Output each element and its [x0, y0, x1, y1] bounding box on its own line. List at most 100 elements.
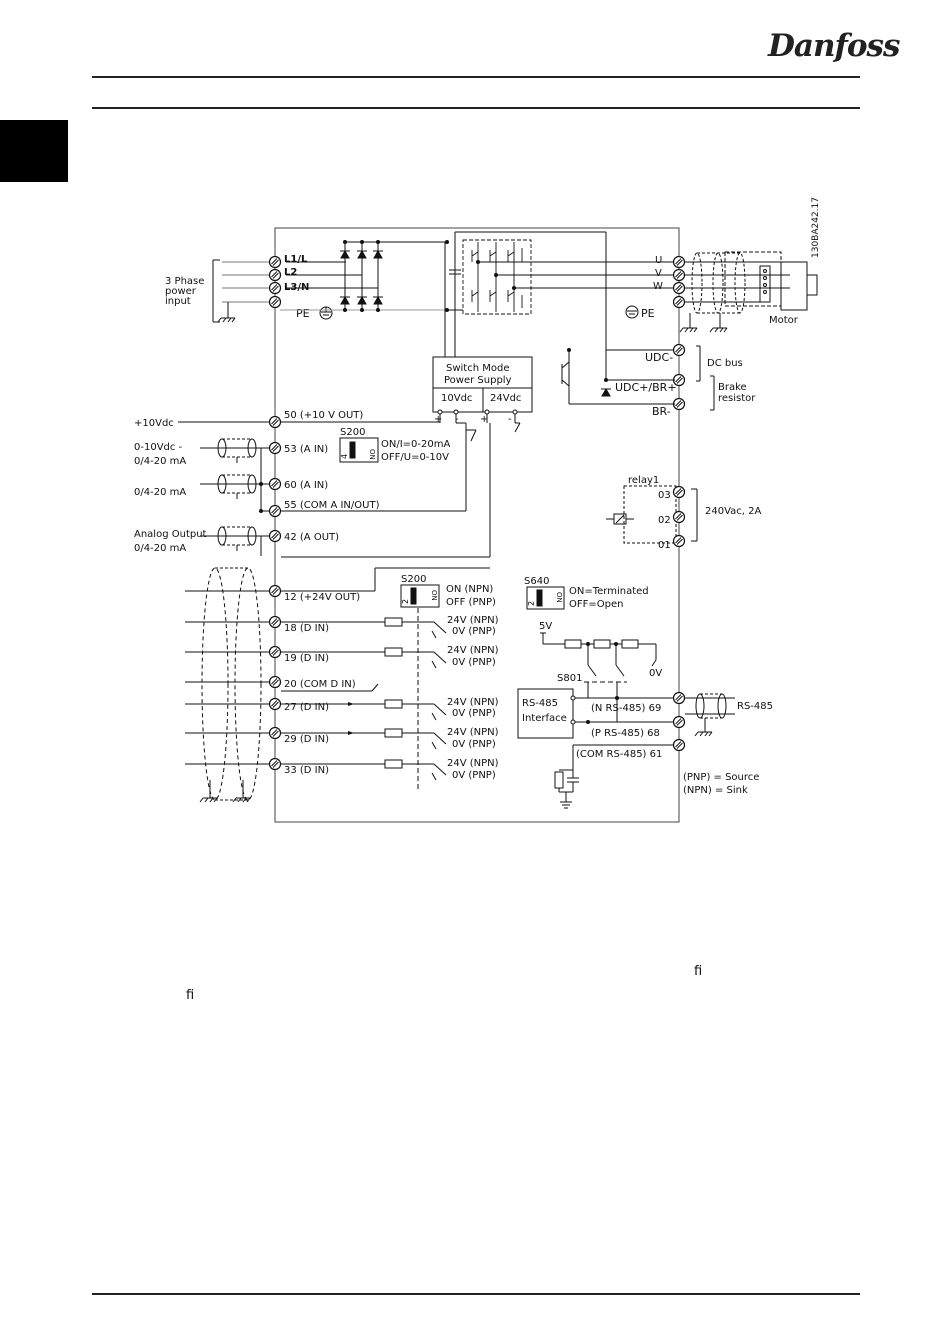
legend-npn: (NPN) = Sink — [683, 785, 748, 796]
s801-name: S801 — [557, 673, 582, 684]
svg-text:+: + — [480, 414, 488, 425]
label-ain60: 0/4-20 mA — [134, 487, 186, 498]
brake-circuit — [561, 345, 715, 411]
din-select-labels: 24V (NPN)0V (PNP) 24V (NPN)0V (PNP) 24V … — [447, 615, 499, 781]
svg-text:ON: ON — [368, 449, 376, 460]
svg-text:0V (PNP): 0V (PNP) — [452, 739, 496, 750]
svg-text:24V (NPN): 24V (NPN) — [447, 758, 499, 769]
s200-digital-off: OFF (PNP) — [446, 597, 496, 608]
s200-digital-switch — [400, 584, 440, 608]
footer-rule — [92, 1293, 860, 1295]
inverter-bridge — [462, 239, 675, 315]
chapter-tab — [0, 120, 68, 182]
header-rule-top — [92, 76, 860, 78]
terminal-18: 18 (D IN) — [284, 623, 329, 634]
s200-analog-name: S200 — [340, 427, 365, 438]
motor-label: Motor — [769, 315, 799, 326]
rs485-bus-cable — [685, 693, 735, 726]
terminal-42: 42 (A OUT) — [284, 532, 339, 543]
terminal-19: 19 (D IN) — [284, 653, 329, 664]
brake-resistor-label: Brake resistor — [718, 382, 756, 404]
terminal-20: 20 (COM D IN) — [284, 679, 356, 690]
terminal-v: V — [655, 268, 662, 279]
relay-03: 03 — [658, 490, 671, 501]
svg-text:24V (NPN): 24V (NPN) — [447, 727, 499, 738]
rectifier-nodes — [343, 240, 449, 312]
s200-analog-off: OFF/U=0-10V — [381, 452, 449, 463]
dc-bus-label: DC bus — [707, 358, 743, 369]
svg-text:24V (NPN): 24V (NPN) — [447, 645, 499, 656]
rs485-bus-label: RS-485 — [737, 701, 773, 712]
terminal-l2: L2 — [284, 267, 297, 278]
power-input — [212, 259, 275, 323]
label-ain53: 0-10Vdc - 0/4-20 mA — [134, 442, 186, 467]
terminal-50: 50 (+10 V OUT) — [284, 410, 363, 421]
pe-input-symbol — [319, 306, 333, 320]
s200-analog-on: ON/I=0-20mA — [381, 439, 450, 450]
label-aout: Analog Output 0/4-20 mA — [134, 529, 210, 554]
terminal-55: 55 (COM A IN/OUT) — [284, 500, 380, 511]
terminal-33: 33 (D IN) — [284, 765, 329, 776]
svg-text:+: + — [434, 414, 442, 425]
relay-name: relay1 — [628, 475, 659, 486]
rs485-interface: RS-485 Interface — [522, 698, 567, 724]
svg-text:0V (PNP): 0V (PNP) — [452, 770, 496, 781]
terminal-69: (N RS-485) 69 — [591, 703, 661, 714]
figure-code: 130BA242.17 — [811, 197, 821, 258]
smps-outputs — [439, 412, 521, 557]
terminal-61: (COM RS-485) 61 — [576, 749, 662, 760]
terminal-w: W — [653, 281, 663, 292]
s640-on: ON=Terminated — [569, 586, 649, 597]
svg-text:0V (PNP): 0V (PNP) — [452, 657, 496, 668]
svg-text:4: 4 — [340, 454, 349, 459]
svg-text:24V (NPN): 24V (NPN) — [447, 615, 499, 626]
digital-input-circuits — [281, 567, 490, 790]
terminal-29: 29 (D IN) — [284, 734, 329, 745]
smps-24v: 24Vdc — [490, 393, 521, 404]
label-plus10vdc: +10Vdc — [134, 418, 174, 429]
svg-text:2: 2 — [401, 599, 410, 604]
terminal-l1: L1/L — [284, 254, 308, 265]
ligature-glyph: ﬁ — [186, 988, 195, 1003]
relay-01: 01 — [658, 540, 671, 551]
svg-text:0V (PNP): 0V (PNP) — [452, 626, 496, 637]
terminal-udc-minus: UDC- — [645, 351, 673, 364]
s640-off: OFF=Open — [569, 599, 623, 610]
rs485-rc-filter — [554, 769, 579, 809]
rs485-5v: 5V — [539, 621, 552, 632]
ligature-glyph: ﬁ — [694, 964, 703, 979]
drive-enclosure — [274, 227, 680, 823]
legend-pnp: (PNP) = Source — [683, 772, 759, 783]
terminal-12: 12 (+24V OUT) — [284, 592, 360, 603]
header-rule-bottom — [92, 107, 860, 109]
s640-switch — [526, 586, 565, 610]
s200-analog-switch — [339, 437, 379, 463]
svg-text:-: - — [455, 414, 459, 425]
s200-digital-name: S200 — [401, 574, 426, 585]
power-input-label: 3 Phase power input — [165, 276, 208, 307]
svg-text:0V (PNP): 0V (PNP) — [452, 708, 496, 719]
motor-cable — [685, 252, 790, 322]
smps-box — [432, 356, 533, 413]
terminal-68: (P RS-485) 68 — [591, 728, 660, 739]
svg-text:2: 2 — [527, 601, 536, 606]
terminal-53: 53 (A IN) — [284, 444, 328, 455]
terminal-27: 27 (D IN) — [284, 702, 329, 713]
motor-symbol — [724, 251, 818, 311]
smps-10v: 10Vdc — [441, 393, 472, 404]
analog-wiring — [178, 421, 490, 558]
s200-digital-on: ON (NPN) — [446, 584, 493, 595]
terminal-udc-plus: UDC+/BR+ — [615, 381, 677, 394]
dc-link — [444, 231, 675, 357]
terminal-br-minus: BR- — [652, 405, 671, 418]
digital-cable-shield — [185, 567, 269, 801]
terminal-pe-motor: PE — [641, 307, 655, 320]
svg-text:ON: ON — [430, 590, 438, 601]
svg-text:ON: ON — [555, 592, 563, 603]
terminal-60: 60 (A IN) — [284, 480, 328, 491]
terminal-u: U — [655, 255, 662, 266]
relay-02: 02 — [658, 515, 671, 526]
rs485-0v: 0V — [649, 668, 662, 679]
terminal-pe-input: PE — [296, 307, 310, 320]
